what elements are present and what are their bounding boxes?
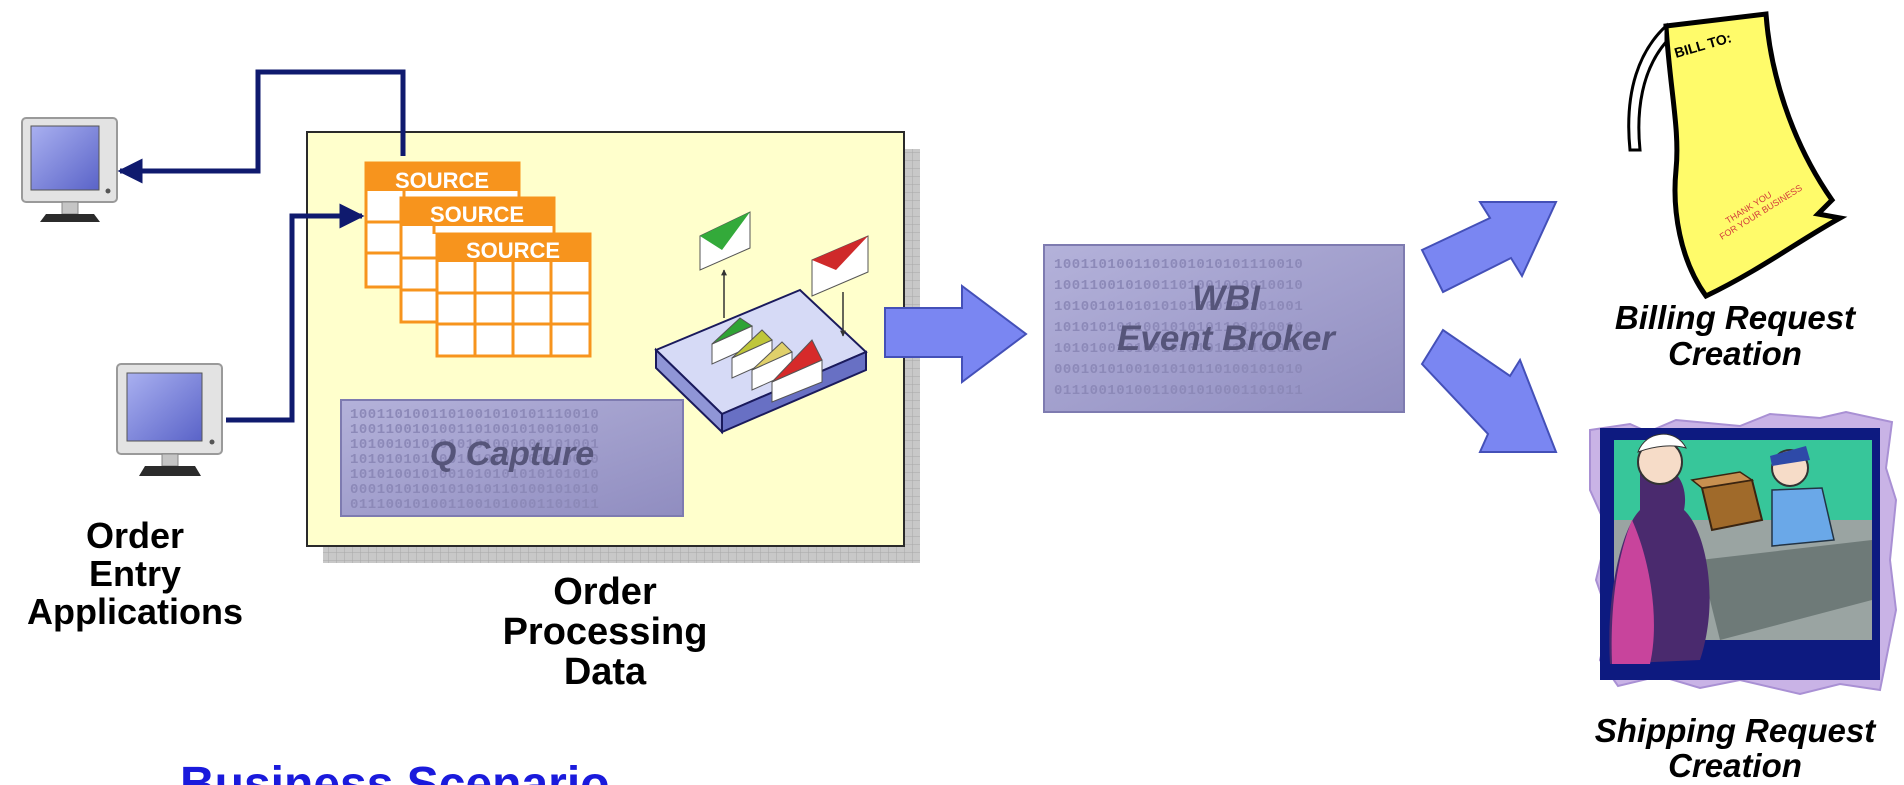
billing-label: Billing Request Creation <box>1580 300 1890 371</box>
shipping-label: Shipping Request Creation <box>1570 712 1900 784</box>
source-label: SOURCE <box>466 238 560 263</box>
binary-row: 1010100101001010101010101010 <box>350 467 599 483</box>
source-label: SOURCE <box>430 202 524 227</box>
connector-lines <box>117 69 406 423</box>
binary-row: 0001010100101010110100101010 <box>350 482 599 498</box>
q-capture-box: 1001101001101001010101110010100110010100… <box>340 399 684 517</box>
wbi-binary: 1001101001101001010101110010 100110010100… <box>1054 257 1303 399</box>
binary-row: 1001101001101001010101110010 <box>350 407 599 423</box>
order-processing-label: Order Processing Data <box>480 571 730 693</box>
shipping-clerk-illustration-icon <box>1589 410 1898 696</box>
binary-row: 1010010101010101000101101001 <box>1054 299 1303 315</box>
source-label: SOURCE <box>395 168 489 193</box>
binary-row: 1001101001101001010101110010 <box>1054 257 1303 273</box>
message-queue-tray-icon <box>654 211 869 435</box>
q-capture-label: Q Capture <box>430 435 594 473</box>
footer-title: Business Scenario <box>180 758 610 785</box>
flow-arrow-to-shipping <box>1420 328 1558 453</box>
monitor-icon <box>116 363 223 476</box>
binary-row: 0111001010011001010001101011 <box>1054 383 1303 399</box>
order-entry-label-line1: Order <box>85 515 185 556</box>
binary-row: 1001100101001101001010010010 <box>1054 278 1303 294</box>
order-entry-label-line3: Applications <box>26 590 244 632</box>
q-capture-binary: 1001101001101001010101110010100110010100… <box>350 407 599 513</box>
source-table-3: SOURCE <box>435 232 592 358</box>
binary-row: 1010101011001010101101010010 <box>1054 320 1303 336</box>
binary-row: 1001100101001101001010010010 <box>350 422 599 438</box>
order-entry-label: Order Entry Applications <box>10 517 260 630</box>
binary-row: 1010010101010101000101101001 <box>350 437 599 453</box>
order-processing-label-line3: Data <box>563 650 647 693</box>
wbi-event-broker-box: 1001101001101001010101110010 100110010100… <box>1043 244 1405 413</box>
wbi-label-line1: WBI <box>1192 279 1261 318</box>
order-processing-label-line2: Processing <box>502 610 708 653</box>
binary-row: 0001010100101010110100101010 <box>1054 362 1303 378</box>
flow-arrow-to-billing <box>1420 201 1558 294</box>
source-grid-lines <box>366 191 437 292</box>
order-entry-label-line2: Entry <box>88 552 182 594</box>
monitor-icon <box>21 117 118 222</box>
order-processing-label-line1: Order <box>553 571 657 613</box>
binary-row: 1010101011001010101101010010 <box>350 452 599 468</box>
shipping-label-line2: Creation <box>1668 746 1802 784</box>
billing-label-line2: Creation <box>1668 334 1802 372</box>
flow-arrow-to-broker <box>884 284 1028 384</box>
shipping-label-line1: Shipping Request <box>1594 712 1876 749</box>
invoice-icon: BILL TO: THANK YOU FOR YOUR BUSINESS <box>1627 11 1848 300</box>
wbi-label-line2: Event Broker <box>1117 319 1337 358</box>
binary-row: 0111001010011001010001101011 <box>350 497 599 513</box>
billing-label-line1: Billing Request <box>1614 299 1856 336</box>
binary-row: 1010100101001010101010101010 <box>1054 341 1303 357</box>
